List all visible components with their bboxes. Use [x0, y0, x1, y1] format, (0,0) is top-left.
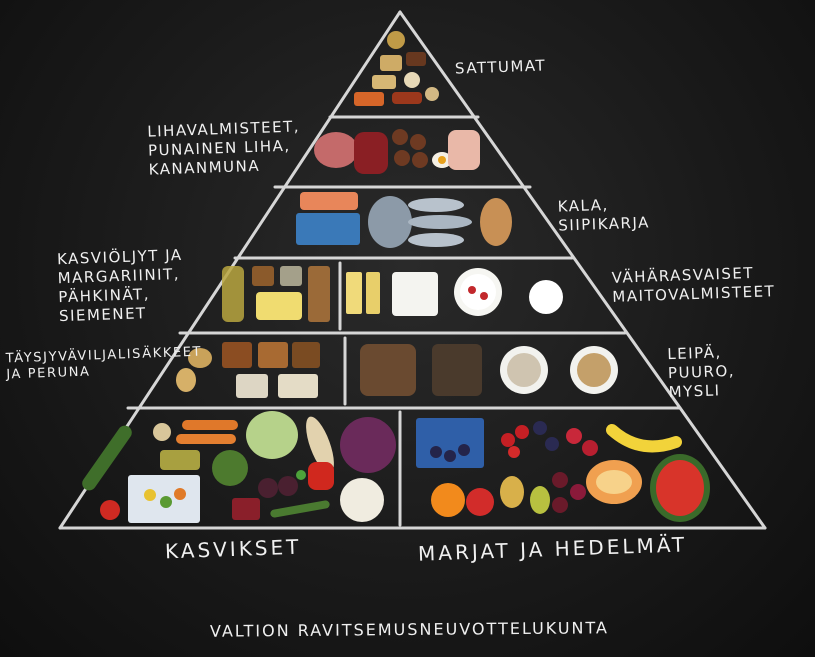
footer-credit: Valtion ravitsemusneuvottelukunta — [209, 618, 610, 641]
oils-nuts-seeds-food — [222, 266, 330, 322]
low-fat-dairy-food — [346, 268, 563, 316]
pyramid-right-edge — [398, 10, 767, 530]
label-sattumat: Sattumat — [454, 56, 547, 78]
label-vegetables: Kasvikset — [164, 534, 302, 564]
meat-and-eggs-food — [314, 129, 480, 174]
label-fish: Kala, siipikarja — [557, 195, 651, 235]
label-oils: Kasviöljyt ja margariinit, pähkinät, sie… — [56, 245, 183, 326]
grains-and-potato-food — [176, 342, 320, 398]
fish-and-poultry-food — [296, 192, 512, 248]
label-meat: Lihavalmisteet, punainen liha, kananmuna — [147, 117, 301, 179]
label-bread: Leipä, puuro, mysli — [667, 343, 736, 402]
berries-and-fruits-food — [416, 418, 710, 522]
vegetables-food — [82, 411, 396, 523]
label-grains: Täysjyväviljalisäkkeet ja peruna — [5, 344, 203, 383]
sweets-and-treats-food — [354, 31, 439, 106]
label-dairy: Vähärasvaiset maitovalmisteet — [611, 263, 776, 306]
bread-and-porridge-food — [360, 344, 618, 396]
